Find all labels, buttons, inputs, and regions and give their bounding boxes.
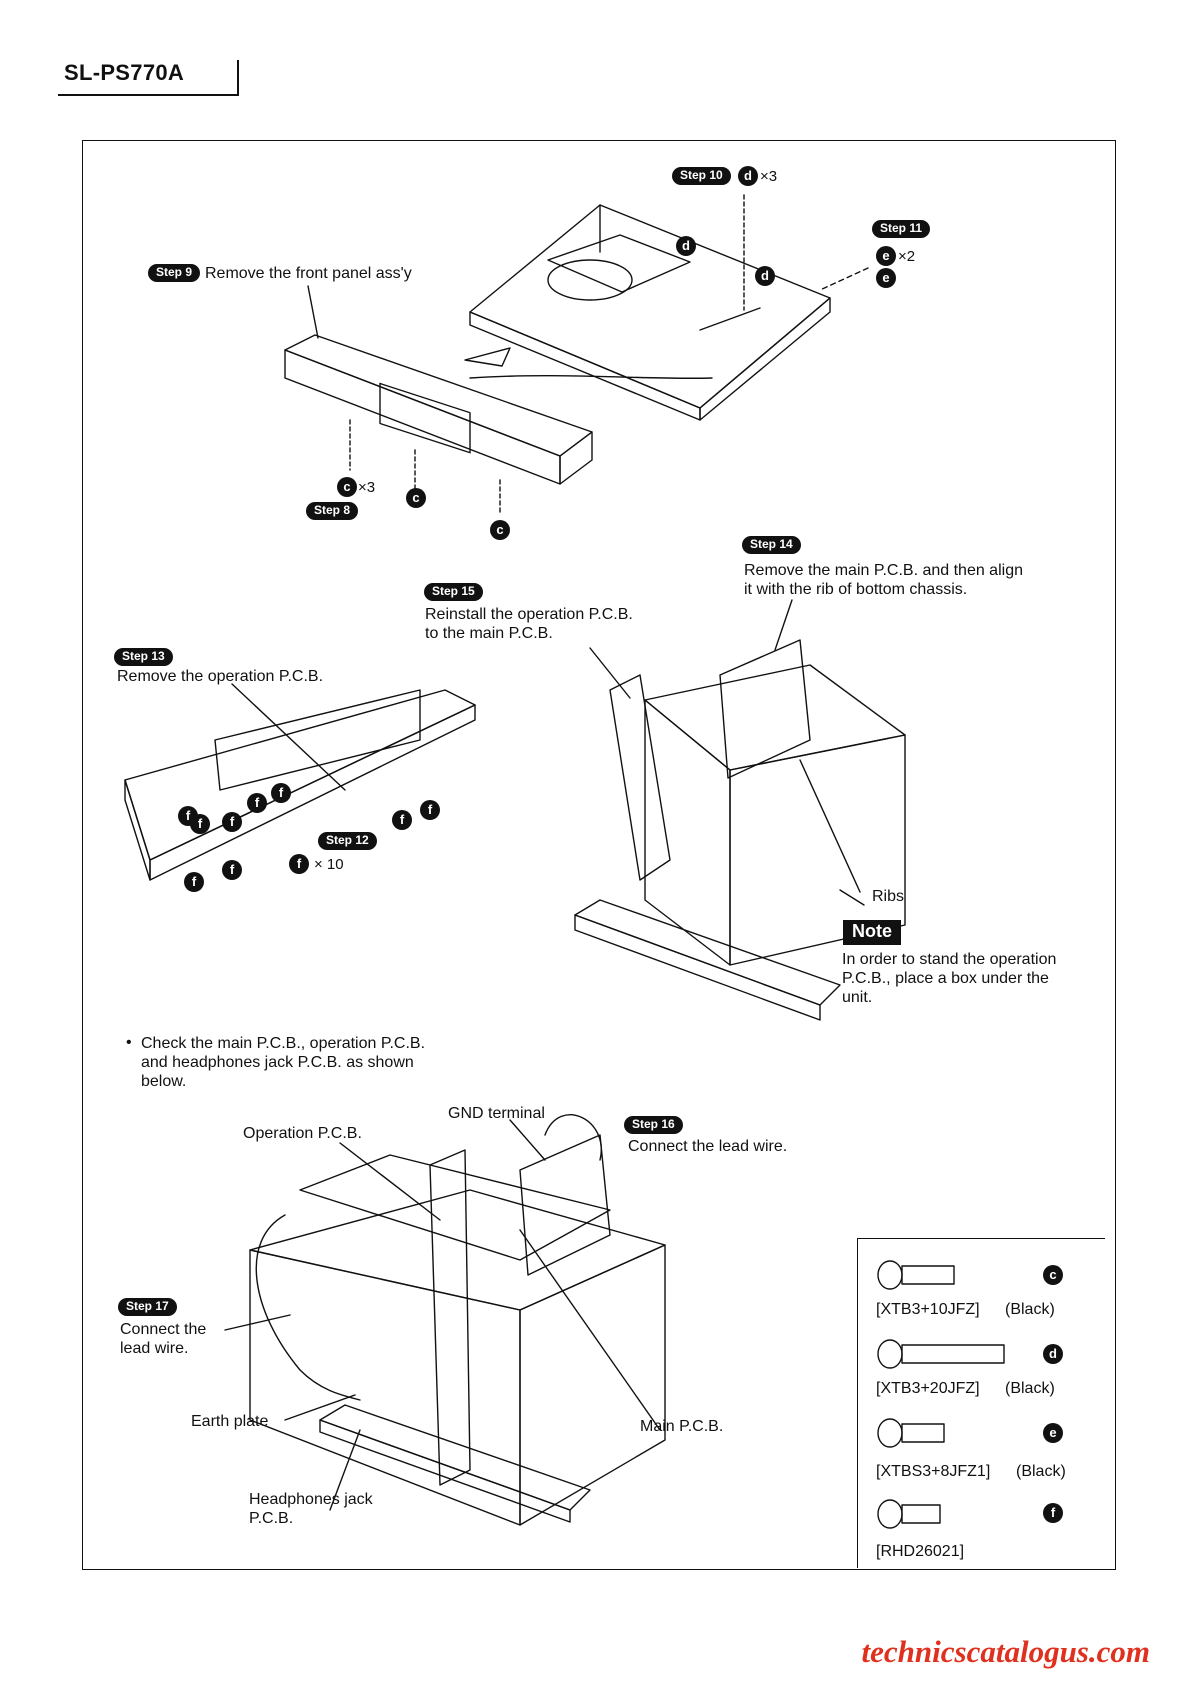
- headphones-jack-label-line1: Headphones jack: [249, 1491, 373, 1508]
- screw-legend: [857, 1238, 1105, 1568]
- check-text-line2: and headphones jack P.C.B. as shown: [141, 1054, 414, 1071]
- operation-pcb-label: Operation P.C.B.: [243, 1125, 362, 1142]
- check-bullet: •: [126, 1034, 132, 1051]
- header-divider: [237, 60, 239, 96]
- main-pcb-label: Main P.C.B.: [640, 1418, 724, 1435]
- legend-screw-d-color: (Black): [1005, 1380, 1055, 1397]
- note-badge: Note: [843, 920, 901, 945]
- screw-f-marker: f: [289, 854, 309, 874]
- legend-screw-e-marker: e: [1043, 1423, 1063, 1443]
- legend-screw-f-marker: f: [1043, 1503, 1063, 1523]
- legend-screw-f-code: [RHD26021]: [876, 1543, 965, 1560]
- earth-plate-label: Earth plate: [191, 1413, 269, 1430]
- screw-c-marker: c: [490, 520, 510, 540]
- screw-f-marker: f: [222, 860, 242, 880]
- screw-d-marker: d: [755, 266, 775, 286]
- screw-icons: [877, 1260, 1005, 1529]
- screw-c-marker: c: [406, 488, 426, 508]
- screw-f-marker: f: [190, 814, 210, 834]
- headphones-jack-label-line2: P.C.B.: [249, 1510, 294, 1527]
- note-text-line2: P.C.B., place a box under the: [842, 970, 1049, 987]
- legend-screw-c-code: [XTB3+10JFZ]: [876, 1301, 980, 1318]
- screw-d-marker: d: [738, 166, 758, 186]
- legend-screw-c-color: (Black): [1005, 1301, 1055, 1318]
- step-15-label-line1: Reinstall the operation P.C.B.: [425, 606, 633, 623]
- screw-f-marker: f: [184, 872, 204, 892]
- screw-f-marker: f: [222, 812, 242, 832]
- step-8-badge: Step 8: [306, 502, 359, 520]
- step-14-label-line1: Remove the main P.C.B. and then align: [744, 562, 1023, 579]
- legend-screw-d-code: [XTB3+20JFZ]: [876, 1380, 980, 1397]
- legend-screw-c-marker: c: [1043, 1265, 1063, 1285]
- screw-d-marker: d: [676, 236, 696, 256]
- step-13-label: Remove the operation P.C.B.: [117, 668, 324, 685]
- screw-c-marker: c: [337, 477, 357, 497]
- top-chassis-drawing: [464, 194, 869, 421]
- legend-screw-e-color: (Black): [1016, 1463, 1066, 1480]
- qty-x3-step8: ×3: [358, 479, 376, 496]
- screw-f-marker: f: [420, 800, 440, 820]
- gnd-terminal-label: GND terminal: [448, 1105, 545, 1122]
- note-text-line3: unit.: [842, 989, 873, 1006]
- screw-e-marker: e: [876, 246, 896, 266]
- screw-f-marker: f: [247, 793, 267, 813]
- stand-unit-drawing: [574, 639, 906, 1021]
- step-15-label-line2: to the main P.C.B.: [425, 625, 553, 642]
- watermark: technicscatalogus.com: [861, 1634, 1150, 1669]
- step-17-badge: Step 17: [118, 1298, 177, 1316]
- front-panel-drawing: [284, 334, 593, 516]
- bottom-assembly-drawing: [249, 1114, 666, 1526]
- step-14-badge: Step 14: [742, 536, 801, 554]
- qty-x10-step12: × 10: [314, 856, 344, 873]
- diagram-frame: [82, 140, 1116, 1570]
- check-text-line1: Check the main P.C.B., operation P.C.B.: [141, 1035, 426, 1052]
- step-11-badge: Step 11: [872, 220, 931, 238]
- screw-f-marker: f: [392, 810, 412, 830]
- step-17-label-line2: lead wire.: [120, 1340, 189, 1357]
- step-17-label-line1: Connect the: [120, 1321, 207, 1338]
- screw-e-marker: e: [876, 268, 896, 288]
- screw-f-marker: f: [271, 783, 291, 803]
- step-13-badge: Step 13: [114, 648, 173, 666]
- step-9-badge: Step 9: [148, 264, 201, 282]
- step-12-badge: Step 12: [318, 832, 377, 850]
- header-underline: [58, 94, 238, 96]
- qty-x2-step11: ×2: [898, 248, 916, 265]
- qty-x3-step10: ×3: [760, 168, 778, 185]
- check-text-line3: below.: [141, 1073, 187, 1090]
- step-16-label: Connect the lead wire.: [628, 1138, 788, 1155]
- leader-lines: [224, 285, 861, 1511]
- legend-screw-d-marker: d: [1043, 1344, 1063, 1364]
- step-15-badge: Step 15: [424, 583, 483, 601]
- step-16-badge: Step 16: [624, 1116, 683, 1134]
- step-9-label: Remove the front panel ass'y: [205, 265, 412, 282]
- model-title: SL-PS770A: [64, 60, 185, 85]
- ribs-label: Ribs: [872, 888, 905, 905]
- legend-screw-e-code: [XTBS3+8JFZ1]: [876, 1463, 991, 1480]
- step-14-label-line2: it with the rib of bottom chassis.: [744, 581, 968, 598]
- step-10-badge: Step 10: [672, 167, 731, 185]
- note-text-line1: In order to stand the operation: [842, 951, 1057, 968]
- operation-pcb-drawing: [124, 689, 476, 881]
